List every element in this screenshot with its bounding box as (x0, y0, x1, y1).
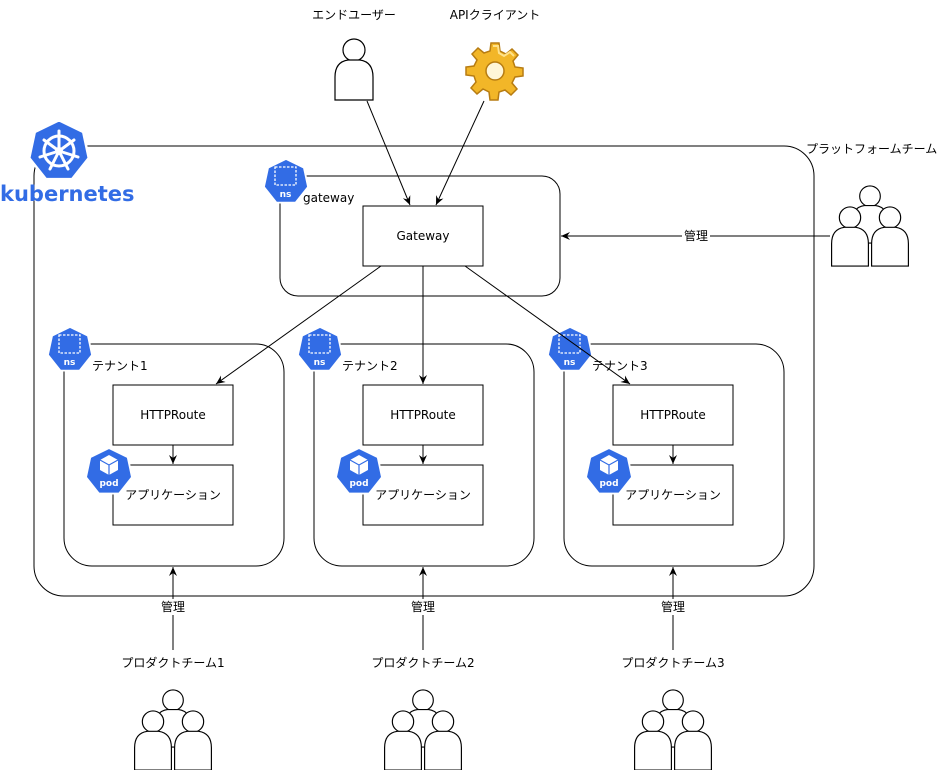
application-label: アプリケーション (125, 488, 221, 502)
namespace-icon: ns (296, 326, 344, 372)
label-mask (409, 599, 437, 615)
namespace-icon: ns (262, 158, 310, 204)
team1-manage-label: 管理 (161, 599, 185, 614)
end-user: エンドユーザー (312, 8, 396, 101)
httproute-box (612, 384, 734, 446)
gateway-box (362, 205, 484, 267)
product-team-label: プロダクトチーム3 (621, 655, 724, 670)
kubernetes-cluster (33, 145, 815, 597)
label-mask (682, 228, 710, 244)
user-icon (334, 38, 374, 101)
gear-icon (465, 42, 524, 101)
user-group-icon (133, 689, 213, 770)
product-team-label: プロダクトチーム2 (371, 655, 474, 670)
tenant-3: ns テナント3 HTTPRoute アプリケーション pod (546, 326, 785, 567)
pod-badge-text: pod (99, 479, 118, 489)
pod-icon: pod (84, 447, 134, 495)
kubernetes-icon (27, 119, 91, 181)
platform-team: プラットフォームチーム (806, 142, 937, 267)
httproute-label: HTTPRoute (140, 408, 206, 422)
application-label: アプリケーション (625, 488, 721, 502)
application-box (612, 464, 734, 526)
user-group-icon (633, 689, 713, 770)
gateway-box-label: Gateway (396, 229, 449, 243)
label-mask (159, 599, 187, 615)
team3-manage-label: 管理 (661, 599, 685, 614)
tenant-1: ns テナント1 HTTPRoute アプリケーション pod (46, 326, 285, 567)
application-box (362, 464, 484, 526)
user-group-icon (383, 689, 463, 770)
end-user-to-gateway-arrow (366, 100, 411, 206)
namespace-badge-text: ns (314, 358, 326, 368)
team2-manage-label: 管理 (411, 599, 435, 614)
gateway-to-route3-arrow (464, 265, 631, 385)
user-group-icon (830, 185, 910, 267)
api-client: APIクライアント (450, 8, 541, 101)
httproute-box (362, 384, 484, 446)
product-team-2: 管理 プロダクトチーム2 (371, 567, 475, 770)
kubernetes-logo: kubernetes (0, 119, 135, 206)
namespace-icon: ns (46, 326, 94, 372)
pod-icon: pod (334, 447, 384, 495)
httproute-label: HTTPRoute (390, 408, 456, 422)
gateway-to-route1-arrow (215, 265, 382, 385)
namespace-badge-text: ns (64, 358, 76, 368)
platform-team-label: プラットフォームチーム (806, 142, 937, 156)
pod-icon: pod (584, 447, 634, 495)
application-box (112, 464, 234, 526)
pod-badge-text: pod (349, 479, 368, 489)
pod-badge-text: pod (599, 479, 618, 489)
gateway-namespace-label: gateway (303, 191, 354, 205)
httproute-box (112, 384, 234, 446)
end-user-label: エンドユーザー (312, 8, 396, 22)
product-team-3: 管理 プロダクトチーム3 (621, 567, 725, 770)
api-client-label: APIクライアント (450, 8, 541, 22)
api-client-to-gateway-arrow (435, 100, 485, 206)
product-team-1: 管理 プロダクトチーム1 (121, 567, 225, 770)
httproute-label: HTTPRoute (640, 408, 706, 422)
namespace-badge-text: ns (564, 358, 576, 368)
tenant-label: テナント1 (92, 359, 148, 373)
label-mask (659, 599, 687, 615)
kubernetes-wordmark: kubernetes (0, 182, 135, 206)
namespace-badge-text: ns (280, 190, 292, 200)
tenant-2: ns テナント2 HTTPRoute アプリケーション pod (296, 326, 535, 567)
namespace-icon: ns (546, 326, 594, 372)
product-team-label: プロダクトチーム1 (121, 655, 224, 670)
tenant-label: テナント2 (342, 359, 398, 373)
tenant-label: テナント3 (592, 359, 648, 373)
platform-manage-label: 管理 (684, 228, 708, 243)
application-label: アプリケーション (375, 488, 471, 502)
